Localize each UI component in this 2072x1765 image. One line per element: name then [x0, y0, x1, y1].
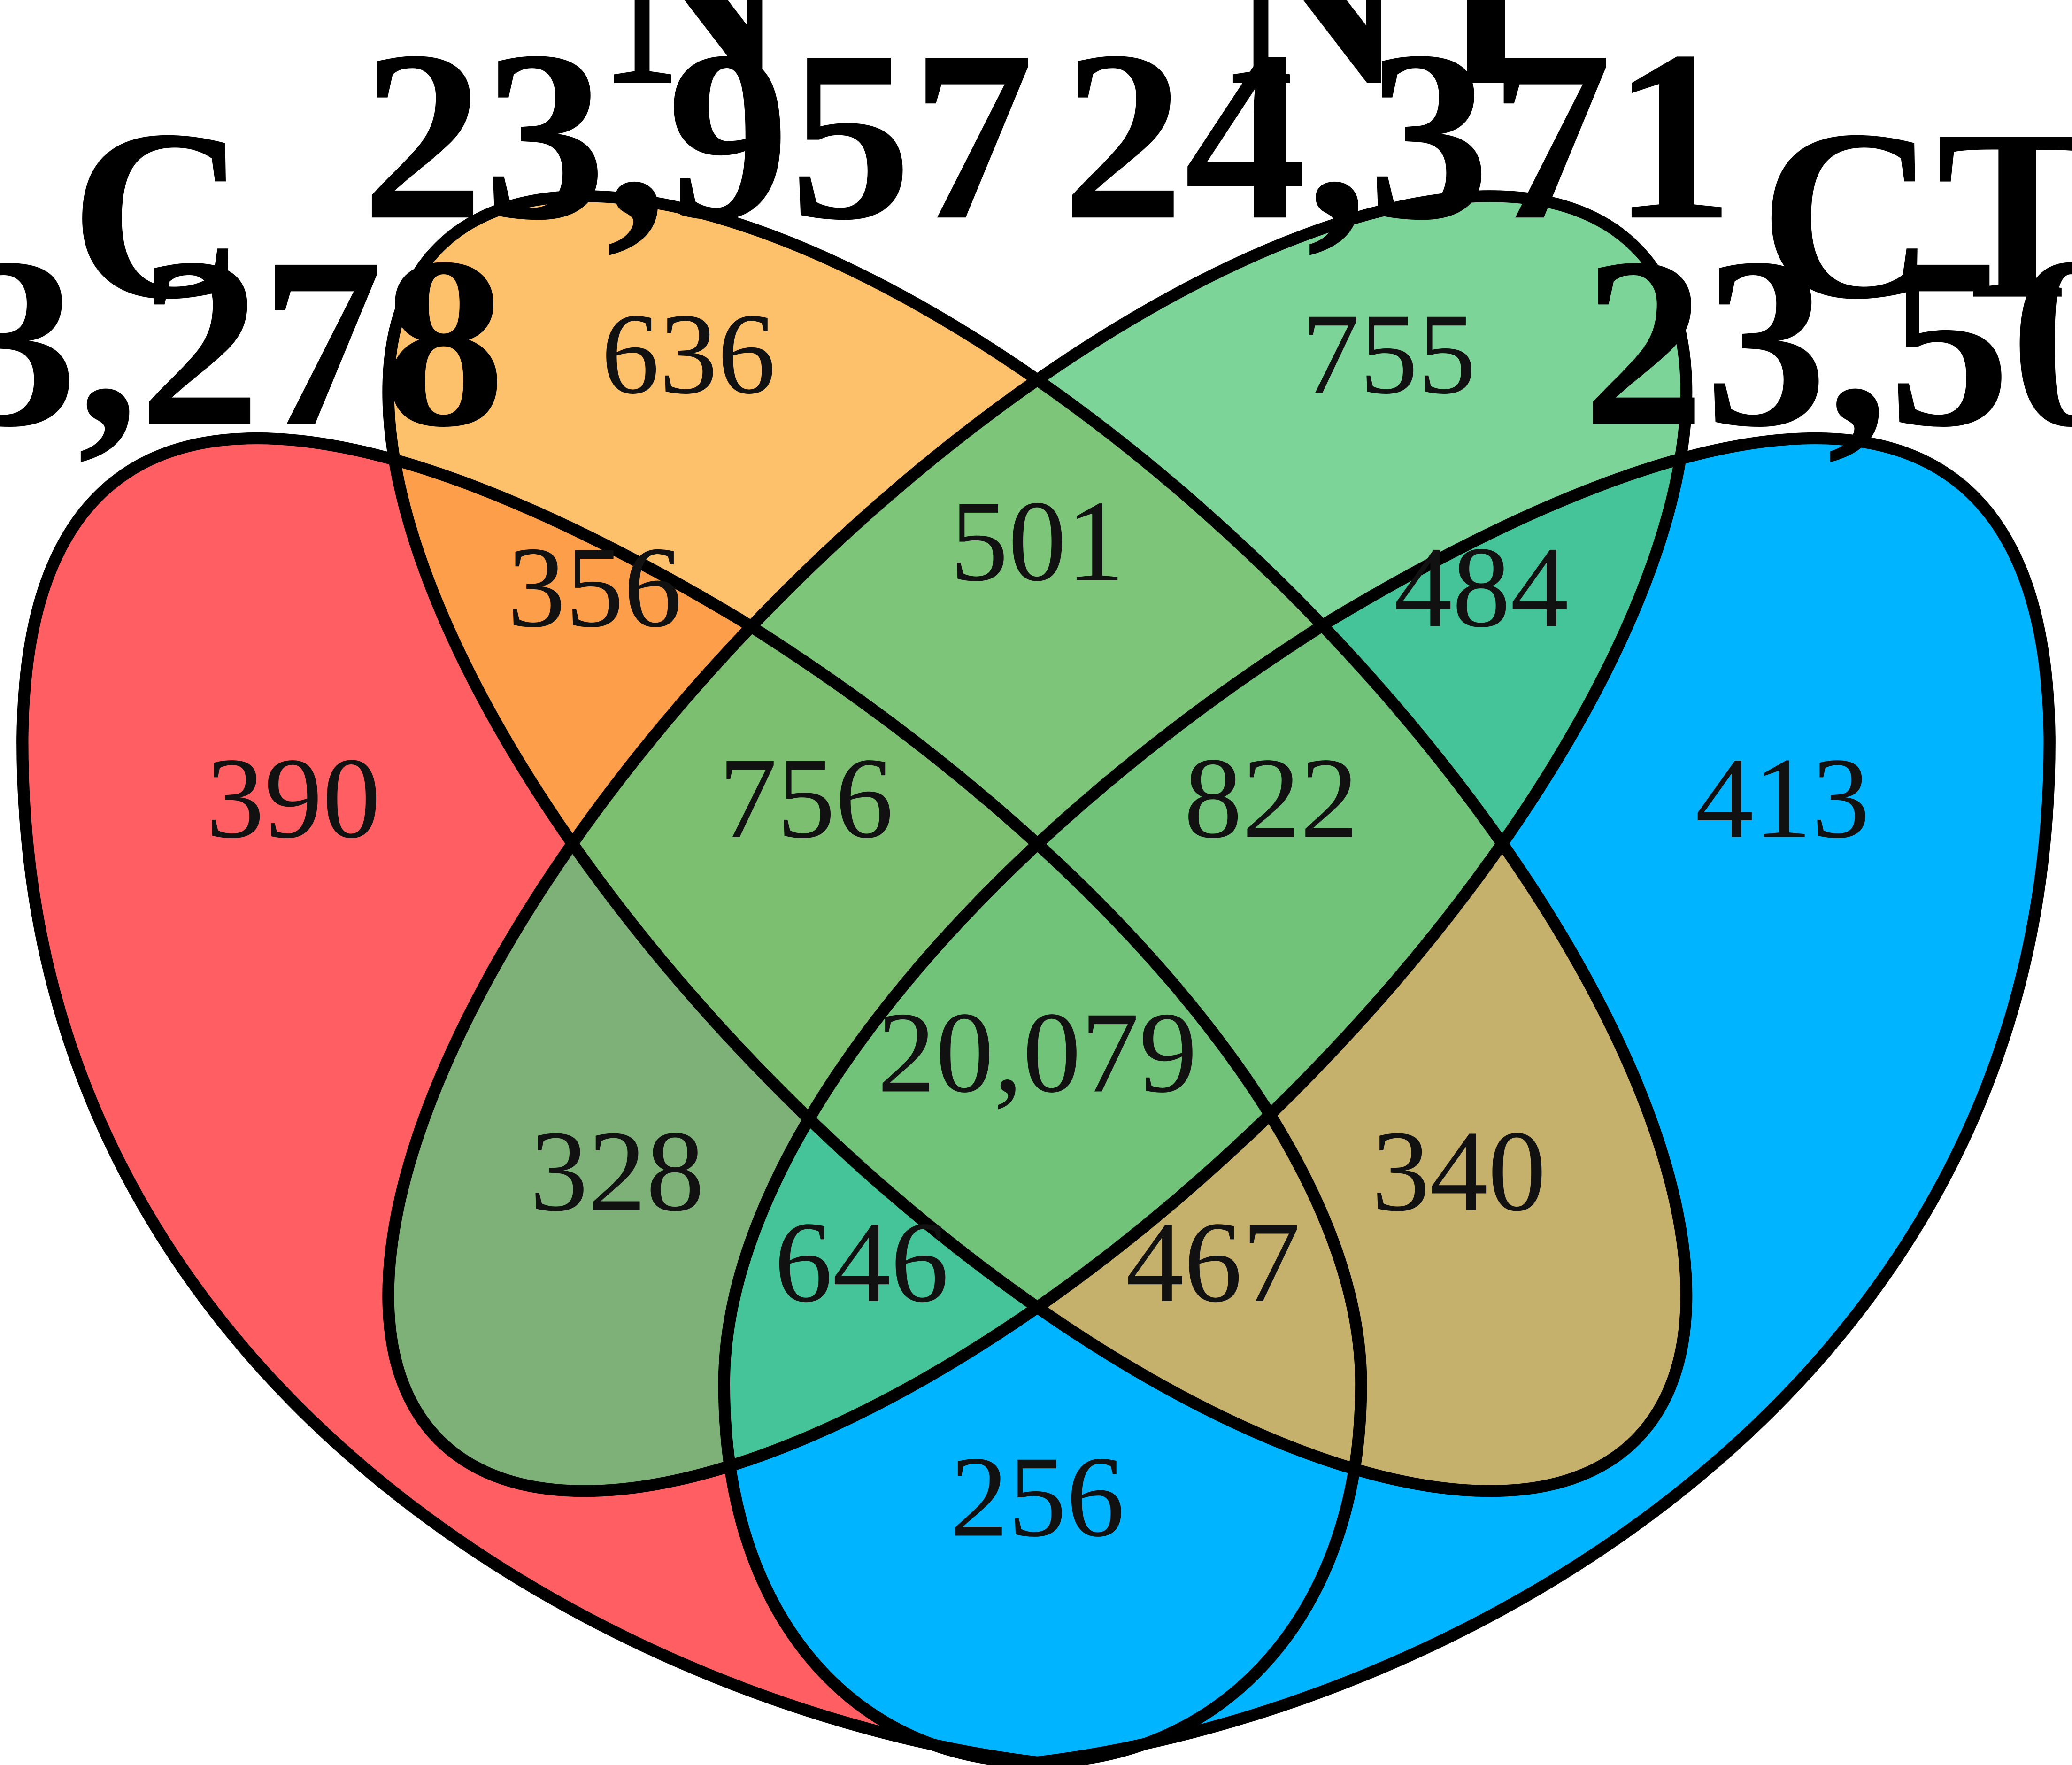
region-count-c-nt: 328	[530, 1107, 704, 1235]
set-name-c: C	[70, 80, 247, 349]
region-count-c-ct: 256	[950, 1433, 1125, 1561]
region-count-c-only: 390	[206, 734, 380, 863]
region-counts: 390 636 755 413 356 501 484 756 822 20,0…	[206, 290, 1870, 1561]
region-count-ct-only: 413	[1695, 734, 1870, 863]
region-count-nt-ct: 484	[1394, 523, 1568, 652]
outline-ct	[718, 432, 2056, 1765]
region-count-c-n-ct: 467	[1126, 1198, 1300, 1326]
set-total-n: 23,957	[362, 1, 1034, 270]
outline-n	[382, 190, 1693, 1497]
region-count-n-only: 636	[601, 290, 776, 418]
set-labels: C 23,278 N 23,957 NT 24,371 CT 23,507	[0, 0, 2072, 478]
region-count-nt-only: 755	[1302, 290, 1476, 418]
region-count-n-nt: 501	[950, 477, 1125, 605]
set-name-ct: CT	[1759, 80, 2072, 349]
set-total-nt: 24,371	[1062, 1, 1734, 270]
region-count-c-n-nt: 756	[719, 734, 893, 863]
region-count-all: 20,079	[878, 988, 1197, 1117]
set-name-n: N	[609, 0, 786, 136]
region-count-n-ct: 340	[1371, 1107, 1546, 1235]
outline-c	[16, 432, 1367, 1765]
region-count-c-n: 356	[508, 523, 682, 652]
set-total-ct: 23,507	[1583, 208, 2072, 478]
set-outlines	[16, 190, 2056, 1765]
outline-nt	[382, 190, 1693, 1497]
set-name-nt: NT	[1228, 0, 1568, 136]
region-count-n-nt-ct: 822	[1184, 734, 1358, 863]
set-total-c: 23,278	[0, 208, 505, 478]
region-count-c-nt-ct: 646	[774, 1198, 948, 1326]
